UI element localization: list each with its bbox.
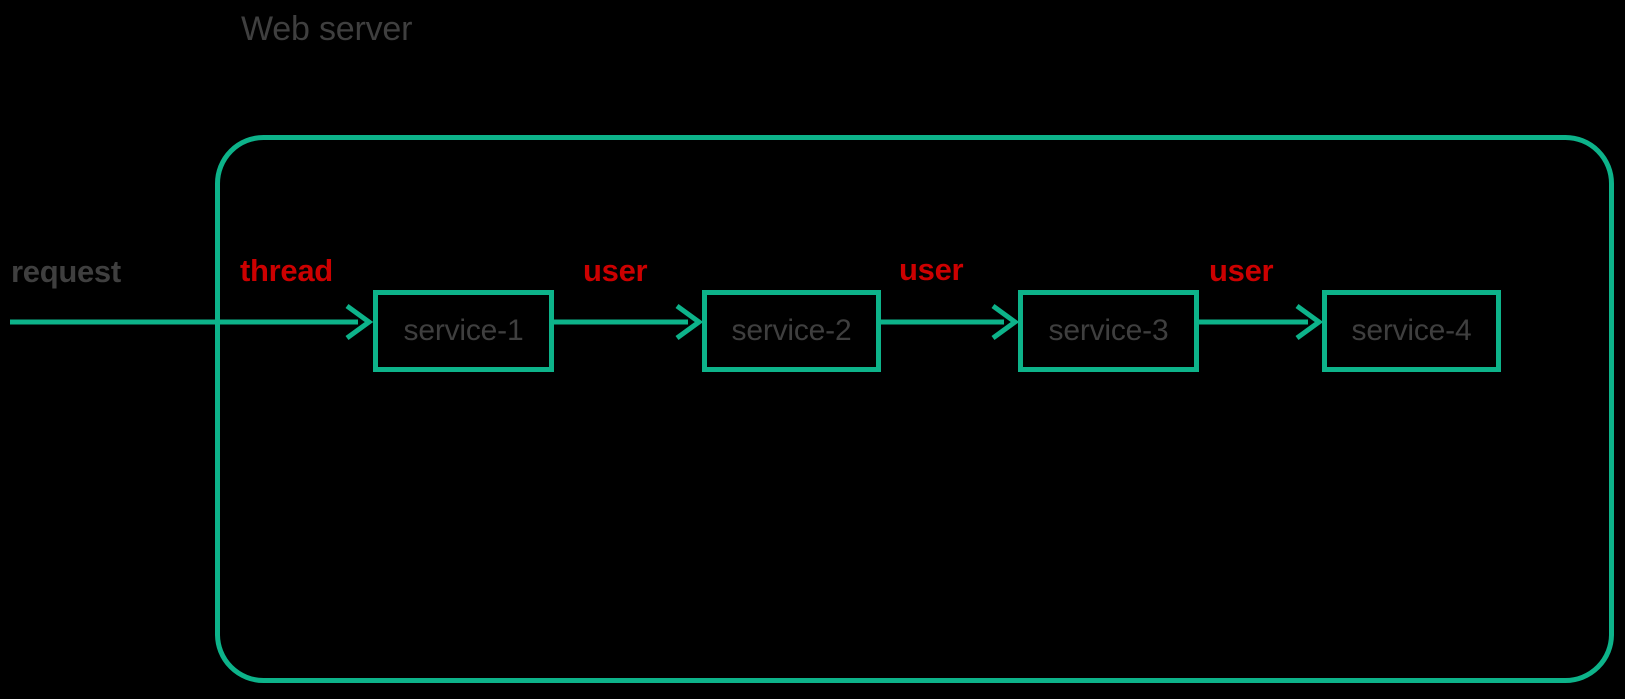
edge-label-request: request <box>11 254 121 289</box>
edge-label-user-2: user <box>899 252 964 287</box>
web-server-caption: Web server <box>241 10 413 48</box>
edge-request-arrowhead <box>345 303 374 341</box>
node-box-service-2[interactable] <box>702 290 881 372</box>
edge-user-1-arrowhead <box>675 303 704 341</box>
edge-label-user-1: user <box>583 253 648 288</box>
edge-label-thread: thread <box>240 253 333 288</box>
node-box-service-3[interactable] <box>1018 290 1199 372</box>
web-server-boundary <box>215 135 1614 683</box>
node-box-service-4[interactable] <box>1322 290 1501 372</box>
edge-label-user-3: user <box>1209 253 1274 288</box>
edge-user-3-arrowhead <box>1295 303 1324 341</box>
edge-user-2-arrowhead <box>991 303 1020 341</box>
node-box-service-1[interactable] <box>373 290 554 372</box>
